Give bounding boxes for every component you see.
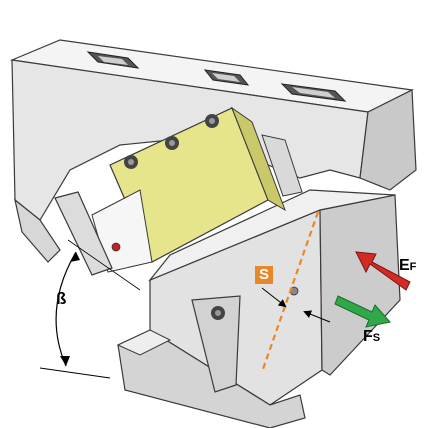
yellow-plate-side <box>230 106 286 212</box>
ef-force-arrow <box>355 251 411 291</box>
ef-force-label: EF <box>399 257 416 275</box>
plate-screw-1 <box>124 155 138 169</box>
fs-force-arrow <box>334 295 391 328</box>
housing-left-lug <box>14 198 61 263</box>
lever-screw <box>211 306 225 320</box>
beta-angle-label: ß <box>56 289 67 308</box>
housing-right-side <box>359 89 417 191</box>
plate-screw-3 <box>205 114 219 128</box>
lower-lever <box>191 295 241 393</box>
beta-inclined-line <box>67 239 141 291</box>
left-lever <box>54 191 113 276</box>
right-bracket <box>261 134 303 197</box>
plate-screw-2 <box>165 136 179 150</box>
fs-force-label: FS <box>363 328 380 346</box>
s-dimension-arrow-right <box>303 310 331 323</box>
slot-nut-right <box>280 83 347 102</box>
base-block-top <box>116 329 172 356</box>
slide-body-top <box>148 189 396 282</box>
slide-body-right <box>319 194 401 376</box>
red-pin <box>111 242 121 252</box>
slot-nut-middle <box>203 69 250 86</box>
beta-arc-head-bottom <box>60 356 70 366</box>
beta-arc <box>55 251 77 367</box>
beta-arc-head-top <box>70 252 80 262</box>
s-gap-label: S <box>255 266 274 284</box>
ef-label-main: E <box>399 257 410 274</box>
ef-label-sub: F <box>409 261 417 273</box>
beta-baseline <box>39 367 111 379</box>
reference-dashed-line <box>260 211 320 373</box>
s-dimension-arrow-left <box>261 287 287 308</box>
slot-nut-left <box>86 51 140 69</box>
fs-label-main: F <box>363 328 373 345</box>
fs-label-sub: S <box>372 332 381 344</box>
